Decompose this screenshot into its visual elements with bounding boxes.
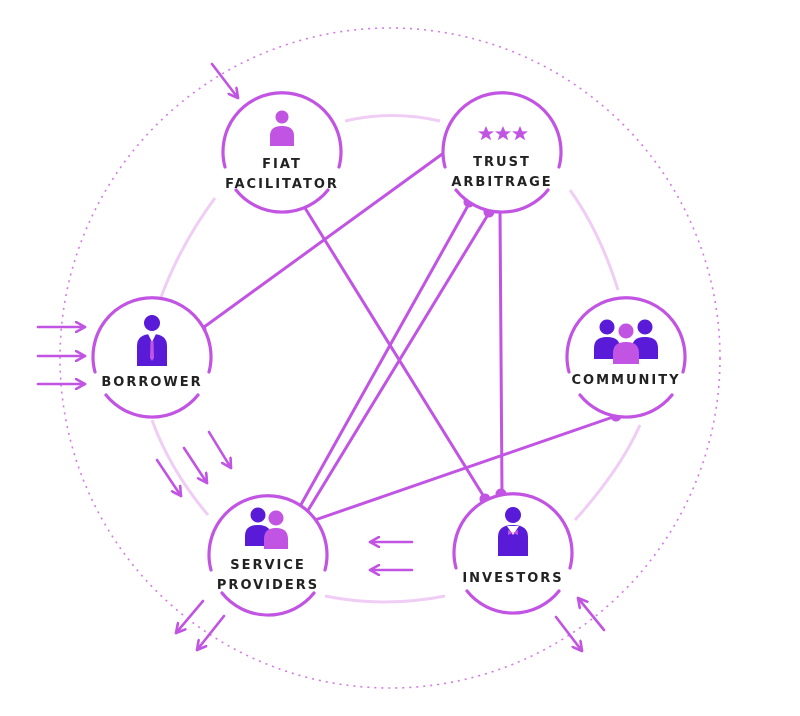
connection-trust-service-a xyxy=(296,200,472,512)
ring-arc-community-investors xyxy=(573,424,642,522)
node-borrower-ring xyxy=(91,296,213,419)
node-label-service-line1: SERVICE xyxy=(230,558,306,573)
ring-arc-investors-service xyxy=(324,594,446,604)
node-service-disc xyxy=(209,496,327,614)
flow-arrow-out-of-service xyxy=(174,599,205,635)
node-fiat-disc xyxy=(223,93,341,211)
flow-arrow-into-investors xyxy=(576,596,606,632)
connections xyxy=(198,150,618,522)
node-trust-disc xyxy=(443,93,561,211)
ring-arc-trust-community xyxy=(568,189,620,291)
flow-arrow-borrower-to-service xyxy=(155,458,183,498)
node-label-trust-line1: TRUST xyxy=(473,155,531,170)
flow-arrow-borrower-to-service xyxy=(182,446,209,485)
flow-arrow-borrower-to-service xyxy=(207,430,233,470)
connection-dots xyxy=(195,196,622,505)
connection-trust-borrower xyxy=(198,150,447,332)
flow-arrows xyxy=(36,62,606,653)
pair-icon xyxy=(245,507,288,549)
investor-icon xyxy=(498,507,528,556)
node-label-borrower: BORROWER xyxy=(101,375,202,390)
flow-arrow-out-of-investors xyxy=(554,615,584,653)
connection-fiat-investors xyxy=(303,206,488,502)
connection-community-service xyxy=(313,414,618,522)
node-label-community: COMMUNITY xyxy=(571,373,680,388)
stars-icon xyxy=(478,126,528,141)
node-shapes xyxy=(91,91,687,617)
node-service-ring xyxy=(207,494,329,617)
businessman-icon xyxy=(137,315,167,366)
node-label-service-line2: PROVIDERS xyxy=(217,578,319,593)
node-trust-ring xyxy=(441,91,563,214)
node-fiat-ring xyxy=(221,91,343,214)
node-label-investors: INVESTORS xyxy=(462,571,563,586)
flow-arrow-out-of-service xyxy=(195,614,226,652)
node-community-ring xyxy=(565,296,687,419)
group-icon xyxy=(594,319,658,364)
outer-dotted-ring xyxy=(59,27,721,689)
connection-trust-investors xyxy=(498,208,504,496)
inner-ring xyxy=(150,114,642,604)
connection-trust-service-b xyxy=(305,211,491,514)
person-icon xyxy=(270,110,294,146)
ring-arc-fiat-trust xyxy=(344,114,441,123)
node-label-fiat-line2: FACILITATOR xyxy=(225,177,339,192)
node-label-fiat-line1: FIAT xyxy=(262,157,302,172)
ring-arc-service-borrower xyxy=(150,419,210,516)
flow-arrow-into-fiat xyxy=(210,62,240,100)
node-label-trust-line2: ARBITRAGE xyxy=(451,175,552,190)
ring-arc-borrower-fiat xyxy=(158,197,217,301)
node-labels: FIAT FACILITATOR TRUST ARBITRAGE BORROWE… xyxy=(101,155,680,593)
node-investors-ring xyxy=(452,492,574,615)
